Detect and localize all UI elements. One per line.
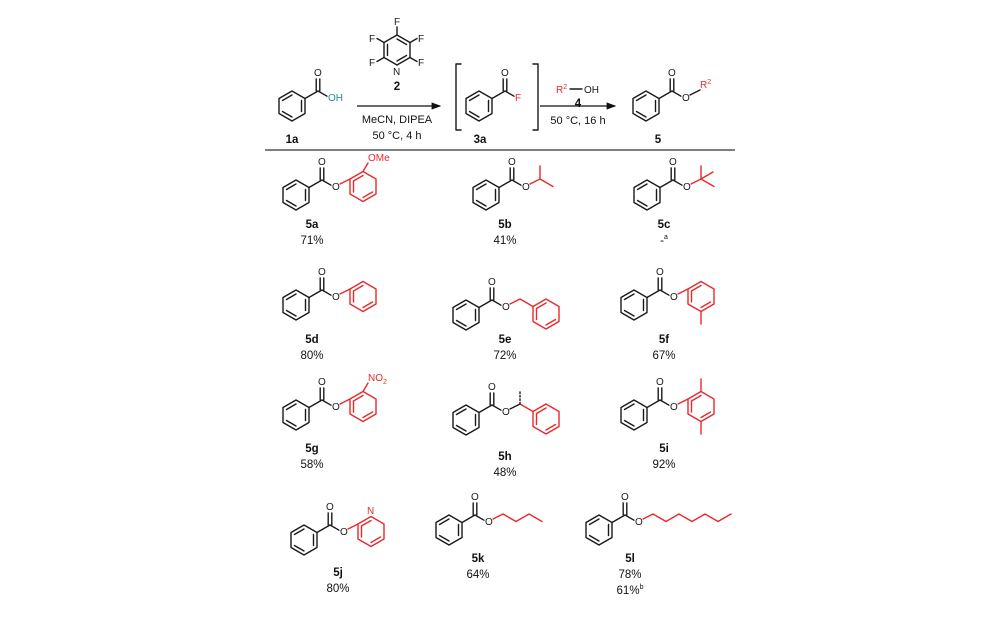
step1-condition: MeCN, DIPEA xyxy=(362,114,433,126)
atom-o: O xyxy=(471,492,479,503)
atom-o: O xyxy=(488,277,496,288)
step1-condition: 50 °C, 4 h xyxy=(372,130,421,142)
r-group-label: R2 xyxy=(700,79,711,91)
benzoate-ester-structure: O O R2 xyxy=(632,68,711,122)
atom-o: O xyxy=(656,267,664,278)
product-5l-structure: O O xyxy=(585,492,732,546)
atom-o: O xyxy=(501,68,509,79)
atom-o: O xyxy=(314,68,322,79)
fluorine-atom: F xyxy=(418,58,424,69)
product-5a-structure: O O OMe xyxy=(282,153,390,211)
atom-o: O xyxy=(488,382,496,393)
product-5e-structure: O O xyxy=(452,277,560,331)
product-yield: -a xyxy=(660,234,668,247)
product-5j-structure: O O N xyxy=(290,502,385,556)
product-label: 5f xyxy=(659,334,669,346)
atom-o: O xyxy=(621,492,629,503)
product-yield: 41% xyxy=(493,235,516,247)
ester-oxygen: O xyxy=(332,182,340,193)
compound-label-4: 4 xyxy=(575,98,582,110)
product-label: 5c xyxy=(658,219,671,231)
ester-oxygen: O xyxy=(332,402,340,413)
atom-o: O xyxy=(318,377,326,388)
step2-condition: 50 °C, 16 h xyxy=(550,115,605,127)
compound-label-2: 2 xyxy=(394,81,400,93)
product-label: 5k xyxy=(472,553,485,565)
product-label: 5g xyxy=(305,443,318,455)
ester-oxygen: O xyxy=(682,93,690,104)
acyl-fluoride-structure: O F xyxy=(465,68,521,122)
product-5f-structure: O O xyxy=(620,267,715,325)
compound-label-3a: 3a xyxy=(474,134,487,146)
hydroxyl-label: OH xyxy=(584,85,599,96)
product-5h-structure: O O xyxy=(452,382,560,436)
methoxy-label: OMe xyxy=(368,153,390,164)
pyridine-nitrogen: N xyxy=(367,506,374,517)
ester-oxygen: O xyxy=(340,527,348,538)
product-yield: 71% xyxy=(300,235,323,247)
product-yield: 72% xyxy=(493,350,516,362)
reaction-row: O OH 1a F F F F F N 2 MeCN, DIPEA 50 °C,… xyxy=(278,17,711,146)
ester-oxygen: O xyxy=(485,517,493,528)
product-yield: 92% xyxy=(652,459,675,471)
product-label: 5i xyxy=(659,443,669,455)
benzoic-acid-structure: O OH xyxy=(278,68,343,122)
fluorine-atom: F xyxy=(515,93,521,104)
compound-label-1a: 1a xyxy=(286,134,299,146)
atom-o: O xyxy=(326,502,334,513)
product-label: 5l xyxy=(625,553,635,565)
product-5c-structure: O O xyxy=(633,157,715,211)
product-yield: 48% xyxy=(493,467,516,479)
product-5g-structure: O O NO2 xyxy=(282,373,387,431)
ester-oxygen: O xyxy=(502,302,510,313)
product-yield: 80% xyxy=(326,583,349,595)
product-5i-structure: O O xyxy=(620,377,715,435)
ester-oxygen: O xyxy=(635,517,643,528)
atom-o: O xyxy=(668,68,676,79)
ester-oxygen: O xyxy=(683,182,691,193)
bracket xyxy=(455,63,539,131)
nitrogen-atom: N xyxy=(393,67,400,78)
product-yield: 80% xyxy=(300,350,323,362)
product-yield: 78% xyxy=(618,569,641,581)
product-label: 5h xyxy=(498,451,511,463)
ester-oxygen: O xyxy=(670,292,678,303)
compound-label-5: 5 xyxy=(655,134,662,146)
atom-o: O xyxy=(318,267,326,278)
fluorine-atom: F xyxy=(394,17,400,28)
ester-oxygen: O xyxy=(502,407,510,418)
product-yield: 67% xyxy=(652,350,675,362)
r-group-label: R2 xyxy=(556,84,567,96)
fluorine-atom: F xyxy=(418,34,424,45)
pentafluoropyridine-structure: F F F F F N xyxy=(369,17,424,78)
product-label: 5e xyxy=(499,334,512,346)
product-yield: 64% xyxy=(466,569,489,581)
product-label: 5j xyxy=(333,567,343,579)
product-5b-structure: O O xyxy=(472,157,554,211)
product-5d-structure: O O xyxy=(282,267,377,321)
product-scope-grid: O O OMe 5a 71% O O 5b 41% O O xyxy=(282,153,732,597)
product-label: 5a xyxy=(306,219,319,231)
atom-o: O xyxy=(656,377,664,388)
ester-oxygen: O xyxy=(522,182,530,193)
fluorine-atom: F xyxy=(369,58,375,69)
product-label: 5d xyxy=(305,334,318,346)
hydroxyl-label: OH xyxy=(328,93,343,104)
nitro-label: NO2 xyxy=(368,373,387,386)
product-label: 5b xyxy=(498,219,511,231)
product-yield-alt: 61%b xyxy=(617,584,644,597)
atom-o: O xyxy=(669,157,677,168)
atom-o: O xyxy=(318,157,326,168)
fluorine-atom: F xyxy=(369,34,375,45)
ester-oxygen: O xyxy=(332,292,340,303)
product-5k-structure: O O xyxy=(435,492,543,546)
atom-o: O xyxy=(508,157,516,168)
product-yield: 58% xyxy=(300,459,323,471)
ester-oxygen: O xyxy=(670,402,678,413)
